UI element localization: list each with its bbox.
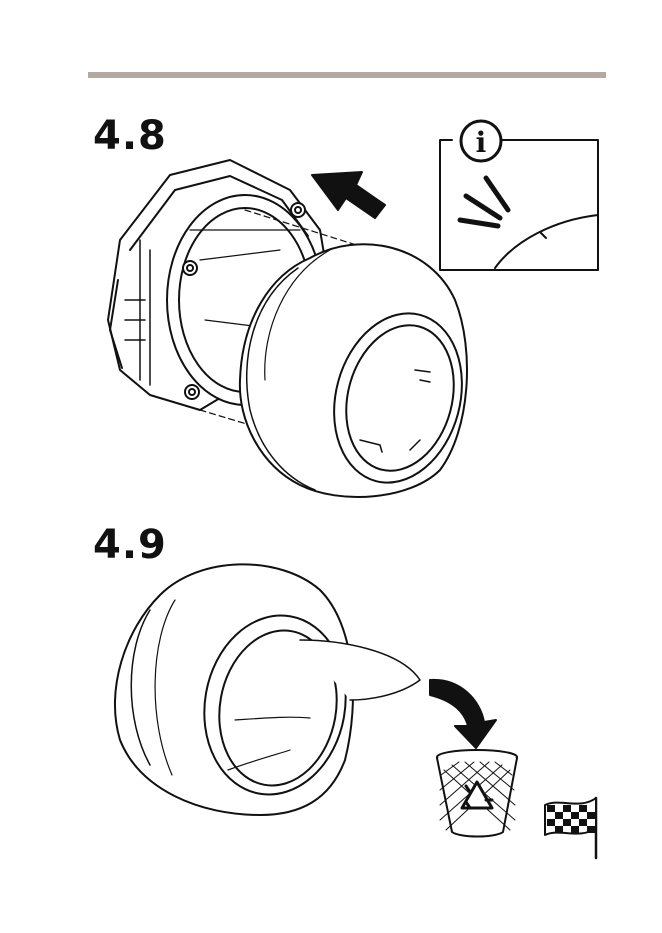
recycle-bin-icon (437, 750, 517, 837)
dome-cover-ring (240, 244, 480, 497)
svg-text:i: i (476, 126, 487, 159)
checkered-flag-icon (545, 798, 596, 858)
push-arrow-icon (312, 172, 385, 218)
info-callout: i (440, 121, 598, 270)
discard-arrow-icon (430, 680, 496, 748)
cover-with-protective-film (115, 564, 420, 815)
